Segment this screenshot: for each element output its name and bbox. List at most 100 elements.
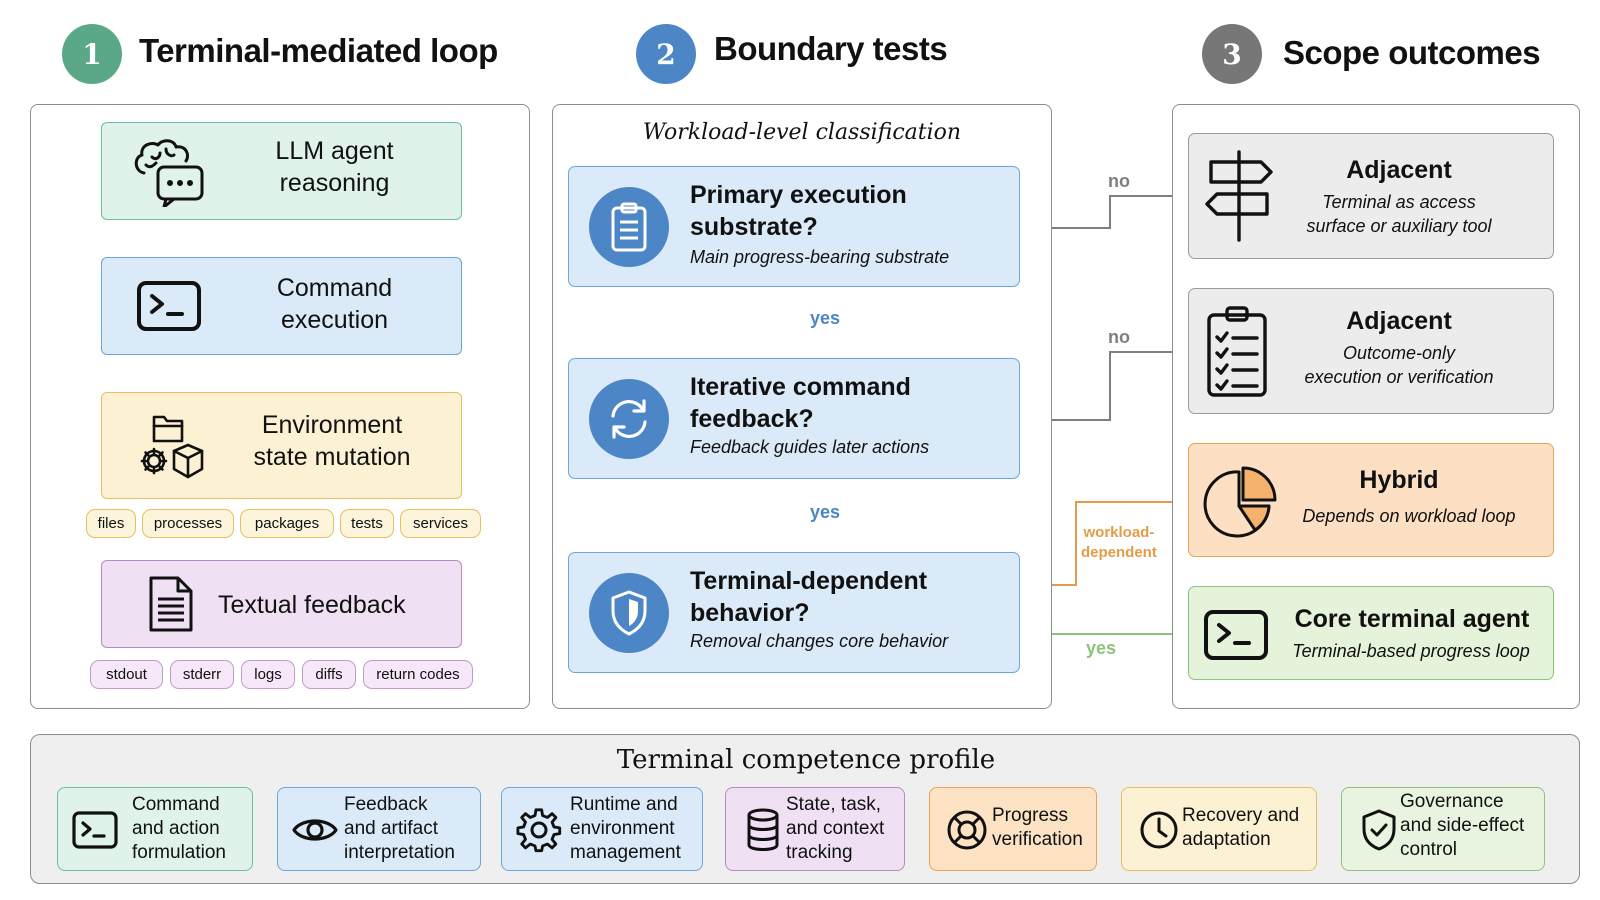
test1-subtitle: Main progress-bearing substrate [690,247,950,267]
profile-title: Terminal competence profile [616,745,996,775]
arrow-no-1 [1031,196,1186,229]
mutation-line2: state mutation [253,443,411,471]
gear-icon [516,807,562,853]
outcome-adjacent-access: Adjacent Terminal as access surface or a… [1188,133,1554,259]
terminal-icon [72,807,118,853]
shield-icon [589,573,669,653]
outcome1-title: Adjacent [1346,156,1452,184]
profile-item-command-formulation: Command and action formulation [57,787,253,871]
feedback-chip-return-codes: return codes [363,660,473,689]
terminal-icon [136,280,202,332]
boundary-caption: Workload-level classification [642,120,962,145]
profile2-line2: and artifact [344,817,438,839]
profile7-line1: Governance [1400,791,1504,812]
edge-label-yes-1: yes [810,308,841,328]
outcome-adjacent-outcome-only: Adjacent Outcome-only execution or verif… [1188,288,1554,414]
profile6-line2: adaptation [1182,828,1271,850]
state-chip-services: services [400,509,481,538]
profile2-line3: interpretation [344,841,455,863]
outcome3-line1: Depends on workload loop [1302,506,1516,526]
section-2-title: Boundary tests [714,30,948,67]
test-terminal-dependent: Terminal-dependent behavior? Removal cha… [568,552,1020,673]
state-chip-packages: packages [240,509,334,538]
arrow-no-2 [1031,352,1186,421]
section-3-title: Scope outcomes [1283,34,1541,71]
edge-label-no-1: no [1108,171,1130,191]
arrow-workload-dependent [1031,502,1186,586]
shield-check-icon [1356,807,1402,853]
edge-label-yes-2: yes [810,502,841,522]
section-1-number: 1 [62,24,122,84]
profile5-line1: Progress [992,805,1069,826]
test2-title2: feedback? [690,405,814,433]
outcome-hybrid: Hybrid Depends on workload loop [1188,443,1554,557]
folder-gear-cube-icon [136,413,208,483]
edge-label-yes-3: yes [1086,638,1117,658]
profile-item-governance: Governance and side-effect control [1341,787,1545,871]
document-icon [148,575,194,633]
outcome4-title: Core terminal agent [1294,605,1530,633]
profile6-line1: Recovery and [1182,805,1300,826]
test1-title2: substrate? [690,213,818,241]
edge-label-workload-line1: workload- [1083,524,1155,541]
signpost-icon [1203,148,1275,244]
command-execution-box: Command execution [101,257,462,355]
reasoning-line1: LLM agent [275,137,394,165]
outcome1-line1: Terminal as access [1322,192,1476,212]
eye-icon [292,807,338,853]
section-2-number: 2 [636,24,696,84]
profile5-line2: verification [992,828,1083,850]
test3-title1: Terminal-dependent [690,567,928,595]
outcome-core-terminal-agent: Core terminal agent Terminal-based progr… [1188,586,1554,680]
feedback-chip-logs: logs [241,660,295,689]
reasoning-line2: reasoning [279,169,390,197]
pie-chart-icon [1203,462,1279,538]
profile4-line1: State, task, [786,794,882,815]
feedback-chip-stderr: stderr [170,660,234,689]
terminal-icon [1203,609,1269,661]
lifebuoy-icon [944,807,990,853]
test-iterative-feedback: Iterative command feedback? Feedback gui… [568,358,1020,479]
profile7-line3: control [1400,838,1458,860]
edge-label-workload-dependent: workload- dependent [1081,523,1157,564]
profile1-line2: and action [132,817,220,839]
execution-line1: Command [276,274,393,302]
profile3-line2: environment [570,817,675,839]
edge-label-workload-line2: dependent [1081,544,1157,562]
checklist-icon [1205,303,1269,399]
test3-subtitle: Removal changes core behavior [690,631,949,651]
profile1-line1: Command [132,794,220,815]
edge-label-no-2: no [1108,327,1130,347]
profile4-line2: and context [786,817,885,839]
outcome2-title: Adjacent [1346,307,1452,335]
state-chip-tests: tests [340,509,394,538]
section-1-title: Terminal-mediated loop [139,32,498,69]
profile3-line1: Runtime and [570,794,678,815]
profile2-line1: Feedback [344,794,428,815]
feedback-chip-diffs: diffs [302,660,356,689]
outcome3-title: Hybrid [1359,466,1439,494]
outcome2-line2: execution or verification [1304,367,1494,388]
profile7-line2: and side-effect [1400,814,1525,836]
state-chip-processes: processes [142,509,234,538]
clipboard-icon [589,187,669,267]
textual-feedback-box: Textual feedback [101,560,462,648]
clock-icon [1136,807,1182,853]
mutation-line1: Environment [261,411,403,439]
test-primary-substrate: Primary execution substrate? Main progre… [568,166,1020,287]
test3-title2: behavior? [690,599,810,627]
refresh-icon [589,379,669,459]
feedback-label: Textual feedback [218,591,406,619]
profile-item-recovery-adaptation: Recovery and adaptation [1121,787,1317,871]
competence-profile-panel: Terminal competence profile Command and … [30,734,1580,884]
outcome1-line2: surface or auxiliary tool [1306,216,1492,237]
execution-line2: execution [280,306,389,334]
profile3-line3: management [570,841,681,863]
environment-mutation-box: Environment state mutation [101,392,462,499]
outcome2-line1: Outcome-only [1342,343,1456,363]
outcome4-line1: Terminal-based progress loop [1292,641,1530,661]
profile1-line3: formulation [132,841,226,863]
section-3-number: 3 [1202,24,1262,84]
profile-item-feedback-interpretation: Feedback and artifact interpretation [277,787,481,871]
state-chip-files: files [86,509,136,538]
